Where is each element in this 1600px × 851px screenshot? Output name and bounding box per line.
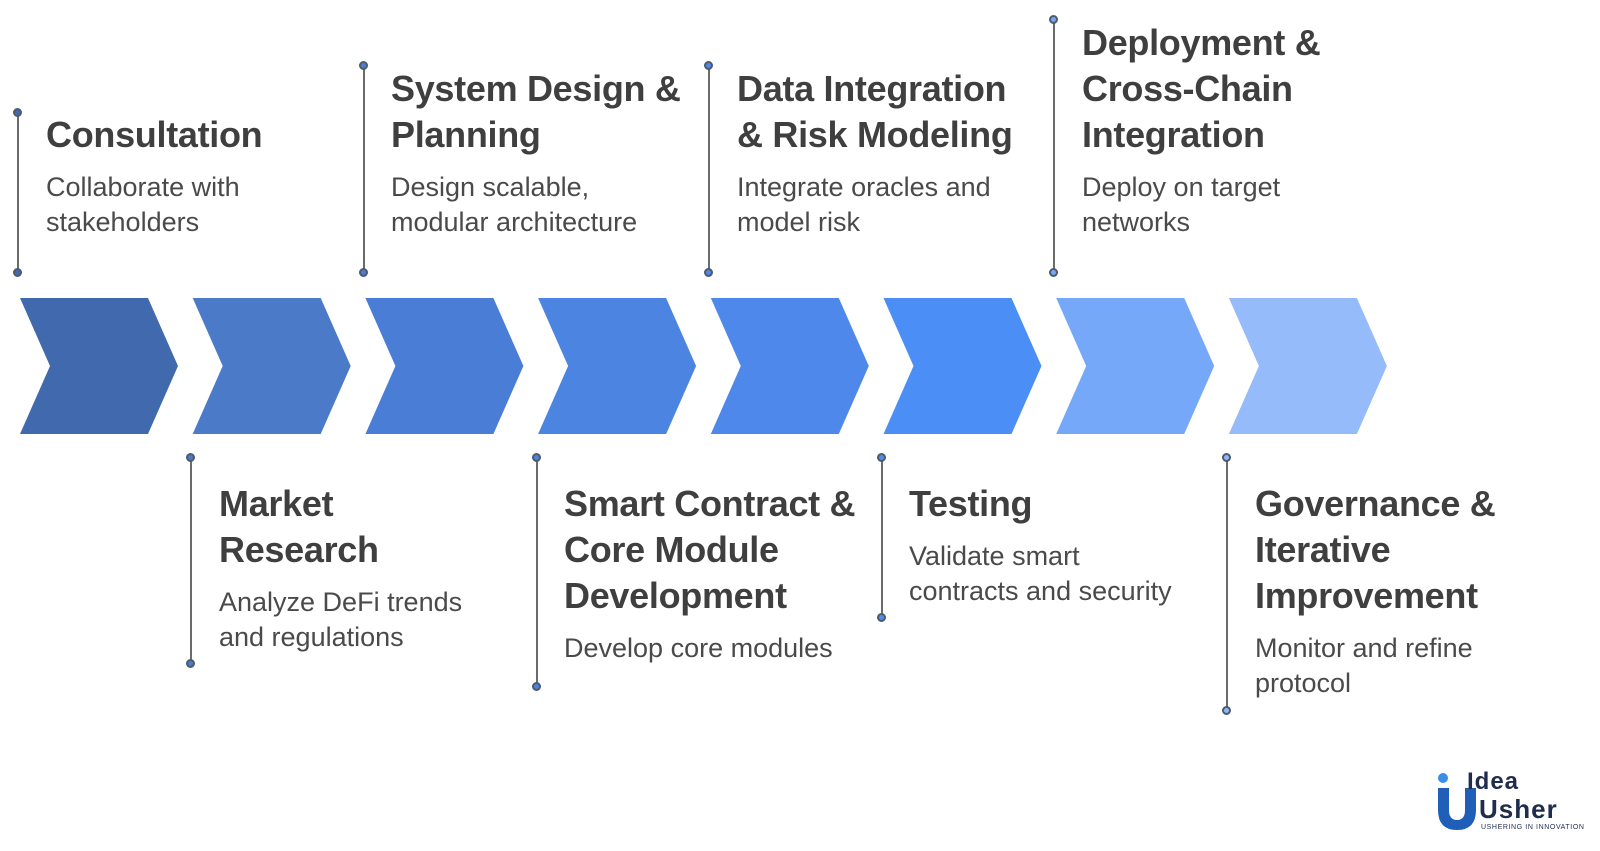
step-governance: Governance & Iterative Improvement Monit… — [1255, 481, 1575, 701]
connector-line — [881, 458, 883, 618]
step-deployment: Deployment & Cross-Chain Integration Dep… — [1082, 20, 1402, 240]
connector-dot — [532, 453, 541, 462]
connector-line — [17, 113, 19, 273]
step-title: Market Research — [219, 483, 379, 570]
connector-dot — [1049, 15, 1058, 24]
idea-usher-logo: Idea Usher USHERING IN INNOVATION — [1435, 768, 1595, 834]
step-consultation: Consultation Collaborate with stakeholde… — [46, 112, 366, 240]
step-description: Analyze DeFi trends and regulations — [219, 587, 463, 652]
step-description: Develop core modules — [564, 633, 833, 663]
chevron-step-6 — [883, 298, 1042, 434]
connector-dot — [359, 61, 368, 70]
chevron-step-4 — [538, 298, 697, 434]
chevron-step-8 — [1228, 298, 1387, 434]
logo-tagline: USHERING IN INNOVATION — [1481, 824, 1585, 831]
connector-dot — [1222, 453, 1231, 462]
step-title: System Design & Planning — [391, 68, 681, 155]
connector-dot — [877, 613, 886, 622]
step-description: Monitor and refine protocol — [1255, 633, 1473, 698]
connector-line — [708, 66, 710, 273]
step-title: Governance & Iterative Improvement — [1255, 483, 1496, 616]
connector-line — [363, 66, 365, 273]
connector-dot — [359, 268, 368, 277]
step-system-design: System Design & Planning Design scalable… — [391, 66, 711, 240]
step-testing: Testing Validate smart contracts and sec… — [909, 481, 1229, 609]
step-description: Deploy on target networks — [1082, 172, 1281, 237]
connector-dot — [13, 108, 22, 117]
step-title: Data Integration & Risk Modeling — [737, 68, 1013, 155]
chevron-step-1 — [20, 298, 178, 434]
logo-word-idea: Idea — [1467, 768, 1520, 795]
step-title: Smart Contract & Core Module Development — [564, 483, 856, 616]
step-data-integration: Data Integration & Risk Modeling Integra… — [737, 66, 1057, 240]
connector-line — [190, 458, 192, 664]
connector-dot — [704, 61, 713, 70]
step-description: Integrate oracles and model risk — [737, 172, 991, 237]
connector-dot — [704, 268, 713, 277]
step-description: Validate smart contracts and security — [909, 541, 1172, 606]
connector-dot — [186, 659, 195, 668]
connector-dot — [1049, 268, 1058, 277]
connector-line — [1226, 458, 1228, 711]
chevron-step-3 — [365, 298, 524, 434]
step-title: Consultation — [46, 114, 263, 155]
connector-dot — [1222, 706, 1231, 715]
chevron-step-5 — [710, 298, 869, 434]
chevron-step-2 — [192, 298, 351, 434]
connector-dot — [186, 453, 195, 462]
connector-line — [1053, 20, 1055, 273]
connector-dot — [532, 682, 541, 691]
step-description: Design scalable, modular architecture — [391, 172, 638, 237]
step-title: Testing — [909, 483, 1033, 524]
logo-word-usher: Usher — [1479, 794, 1558, 824]
connector-line — [536, 458, 538, 687]
step-description: Collaborate with stakeholders — [46, 172, 240, 237]
step-title: Deployment & Cross-Chain Integration — [1082, 22, 1321, 155]
logo-mark-icon — [1438, 773, 1476, 830]
chevron-step-7 — [1056, 298, 1215, 434]
connector-dot — [877, 453, 886, 462]
step-smart-contract: Smart Contract & Core Module Development… — [564, 481, 884, 666]
connector-dot — [13, 268, 22, 277]
step-market-research: Market Research Analyze DeFi trends and … — [219, 481, 539, 655]
